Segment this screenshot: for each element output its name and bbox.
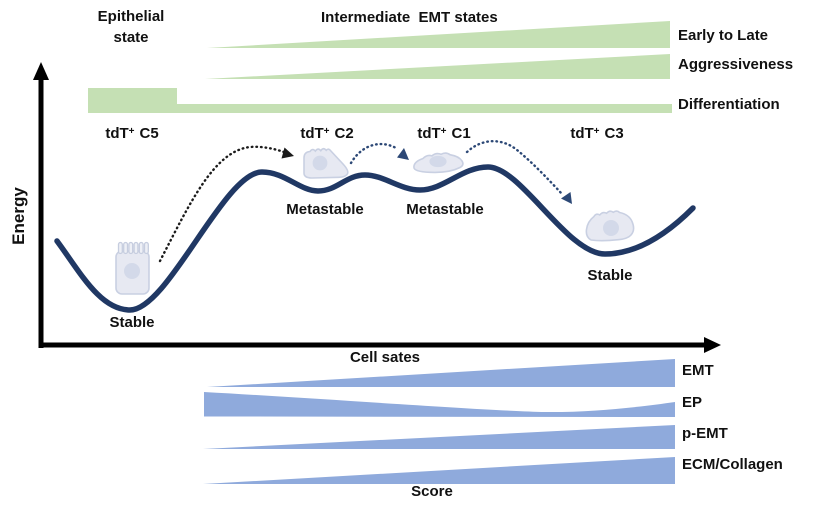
- emt-score-label: EMT: [682, 362, 714, 379]
- ecm-collagen-score-label: ECM/Collagen: [682, 456, 783, 473]
- cell-nucleus-icon: [603, 220, 619, 236]
- cell-nucleus-icon: [429, 155, 447, 168]
- transition-arrowhead-c2-to-c1-icon: [397, 148, 409, 160]
- ecm-collagen-score-bar: [203, 457, 675, 484]
- x-axis-arrowhead-icon: [704, 337, 721, 353]
- cluster-label-c1: tdT+C1: [417, 125, 471, 142]
- energy-landscape-curve: [54, 164, 696, 313]
- score-axis-label: Score: [411, 483, 453, 500]
- cell-nucleus-icon: [312, 155, 328, 171]
- cluster-label-c5: tdT+C5: [105, 125, 159, 142]
- transition-arrowhead-c5-to-c2-icon: [281, 147, 294, 159]
- p-emt-score-label: p-EMT: [682, 425, 728, 442]
- y-axis-arrowhead-icon: [33, 62, 49, 80]
- early-to-late-gradient-bar: [207, 21, 670, 48]
- stable-label-c3: Stable: [587, 267, 633, 284]
- cell-nucleus-icon: [124, 263, 140, 279]
- cluster-label-c2: tdT+C2: [300, 125, 354, 142]
- transition-arrowhead-c1-to-c3-icon: [561, 192, 572, 204]
- mesenchymal-cell-c3-icon: [585, 210, 635, 242]
- ep-score-label: EP: [682, 394, 703, 411]
- aggressiveness-gradient-bar: [205, 54, 670, 79]
- emt-score-bar: [207, 359, 675, 387]
- transition-arrow-c5-to-c2: [158, 145, 286, 263]
- epithelial-cell-c5-icon: [115, 241, 150, 295]
- y-axis-label: Energy: [9, 187, 28, 245]
- intermediate-emt-states-heading: Intermediate EMT states: [321, 9, 498, 26]
- mesenchymal-cell-c2-icon: [303, 147, 349, 179]
- mesenchymal-cell-c1-icon: [413, 152, 464, 174]
- ep-score-bar: [204, 392, 675, 417]
- early-to-late-label: Early to Late: [678, 27, 769, 44]
- differentiation-thin-band: [177, 104, 672, 113]
- p-emt-score-bar: [203, 425, 675, 449]
- stable-label-c5: Stable: [109, 314, 155, 331]
- epithelial-state-label-line2: state: [113, 29, 149, 46]
- differentiation-high-block: [88, 88, 177, 113]
- x-axis-label: Cell sates: [349, 349, 421, 366]
- metastable-label-c1: Metastable: [406, 201, 484, 218]
- transition-arrow-c1-to-c3: [465, 140, 564, 196]
- differentiation-label: Differentiation: [678, 96, 780, 113]
- epithelial-state-label-line1: Epithelial: [97, 8, 165, 25]
- metastable-label-c2: Metastable: [286, 201, 364, 218]
- aggressiveness-label: Aggressiveness: [678, 56, 794, 73]
- transition-arrow-c2-to-c1: [349, 142, 398, 165]
- cluster-label-c3: tdT+C3: [570, 125, 624, 142]
